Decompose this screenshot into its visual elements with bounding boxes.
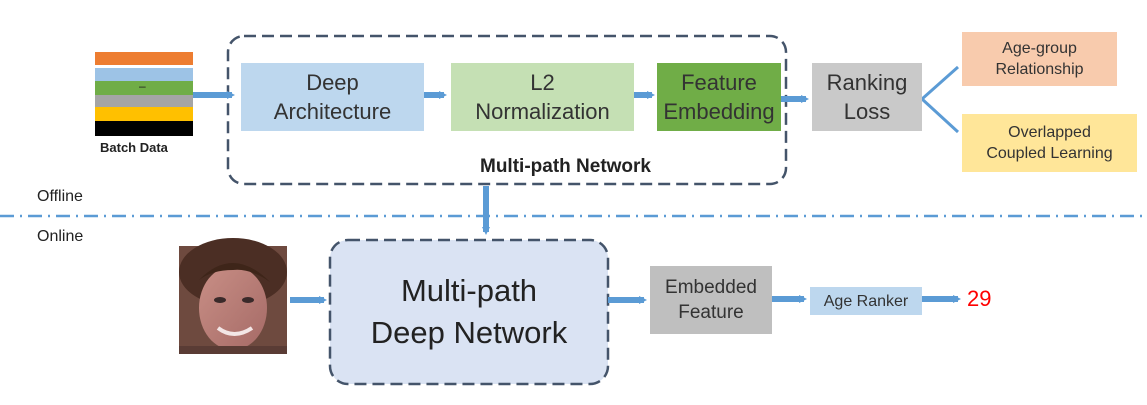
multipath-deep-network-box bbox=[328, 238, 610, 386]
online-label: Online bbox=[37, 228, 84, 245]
batch-strip bbox=[95, 68, 193, 81]
age-group-relationship-box: Age-group Relationship bbox=[962, 32, 1117, 86]
offline-label: Offline bbox=[37, 188, 83, 205]
face-photo bbox=[179, 238, 287, 354]
branch-line-age-group bbox=[921, 65, 959, 101]
age-result-value: 29 bbox=[967, 286, 992, 311]
batch-strip bbox=[95, 107, 193, 121]
multipath-network-group bbox=[226, 34, 788, 186]
ranking-loss-box: Ranking Loss bbox=[812, 63, 922, 131]
batch-strip bbox=[95, 52, 193, 65]
batch-mid-mark: – bbox=[139, 79, 146, 93]
batch-strip bbox=[95, 121, 193, 136]
deep-architecture-box: Deep Architecture bbox=[241, 63, 424, 131]
overlapped-coupled-learning-box: Overlapped Coupled Learning bbox=[962, 114, 1137, 172]
multipath-deep-network-label: Multi-path Deep Network bbox=[370, 273, 568, 350]
batch-strip bbox=[95, 65, 193, 68]
flow-arrows bbox=[193, 91, 961, 304]
l2-normalization-box: L2 Normalization bbox=[451, 63, 634, 131]
age-ranker-box: Age Ranker bbox=[810, 287, 922, 315]
embedded-feature-box: Embedded Feature bbox=[650, 266, 772, 334]
feature-embedding-box: Feature Embedding bbox=[657, 63, 781, 131]
multipath-network-label: Multi-path Network bbox=[480, 156, 651, 177]
batch-strip bbox=[95, 81, 193, 95]
batch-strip bbox=[95, 95, 193, 107]
batch-data-label: Batch Data bbox=[100, 140, 168, 155]
branch-line-overlapped bbox=[920, 97, 960, 134]
